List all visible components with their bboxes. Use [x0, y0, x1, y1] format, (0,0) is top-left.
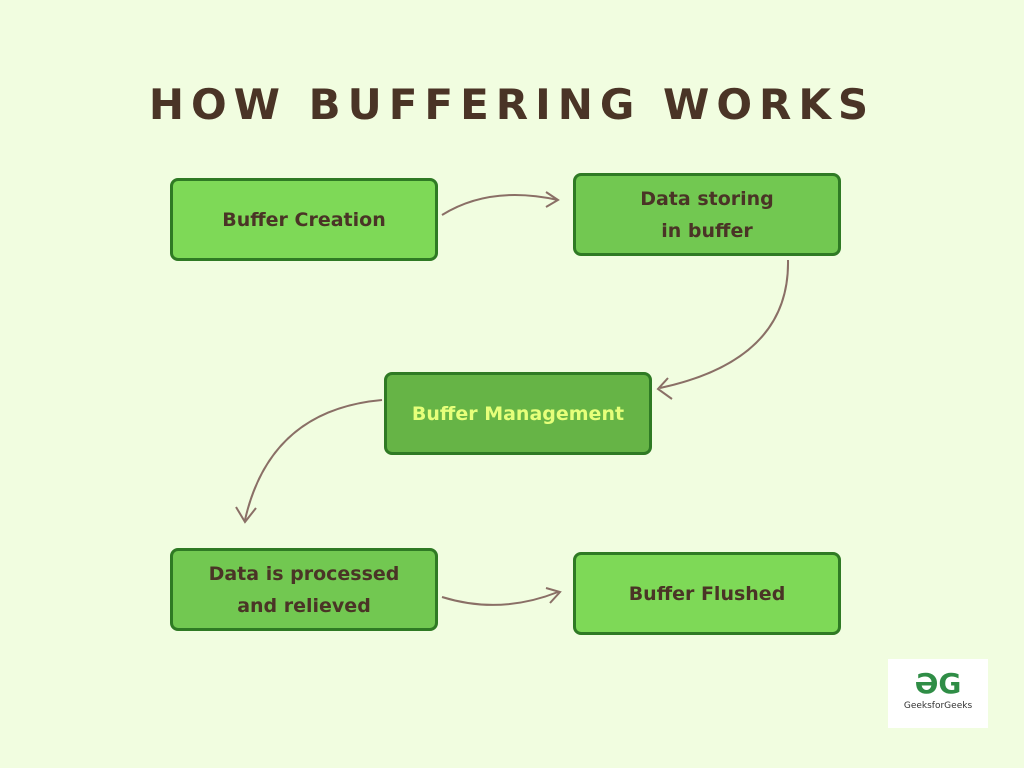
arrow-management-to-processed: [244, 399, 383, 521]
step-data-storing: Data storing in buffer: [573, 173, 841, 256]
geeksforgeeks-logo: ƏG GeeksforGeeks: [888, 659, 988, 728]
step-buffer-flushed: Buffer Flushed: [573, 552, 841, 635]
step-buffer-management: Buffer Management: [384, 372, 652, 455]
arrow-processed-to-flushed: [441, 591, 559, 606]
step-buffer-creation: Buffer Creation: [170, 178, 438, 261]
arrow-creation-to-storing: [441, 194, 559, 216]
step-data-processed: Data is processed and relieved: [170, 548, 438, 631]
arrow-storing-to-management: [659, 259, 790, 389]
page-title: HOW BUFFERING WORKS: [148, 80, 876, 129]
gfg-logo-icon: ƏG: [914, 667, 962, 700]
logo-text: GeeksforGeeks: [903, 701, 973, 711]
